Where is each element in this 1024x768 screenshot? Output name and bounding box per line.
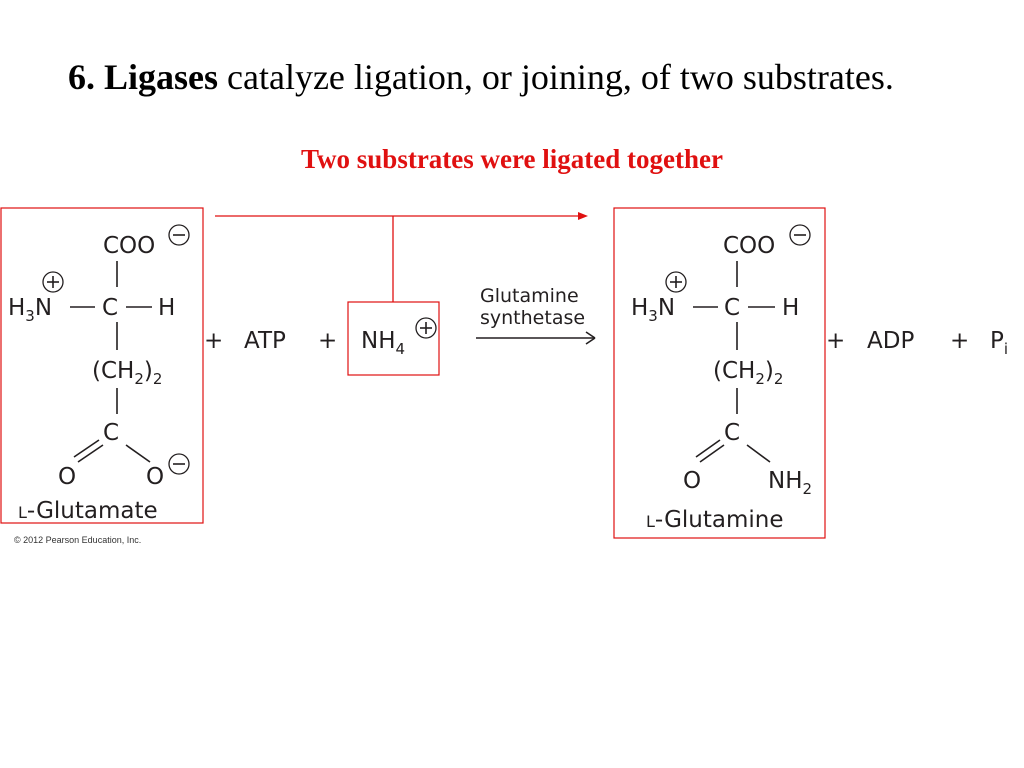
negative-charge-icon <box>168 453 190 475</box>
atp-label: ATP <box>244 328 286 354</box>
plus-sign-4: + <box>950 328 969 354</box>
glutamine-oxygen: O <box>683 468 701 494</box>
slide-subtitle: Two substrates were ligated together <box>301 144 723 174</box>
copyright-notice: © 2012 Pearson Education, Inc. <box>14 535 142 545</box>
phosphate-label: Pi <box>990 328 1008 358</box>
adp-label: ADP <box>867 328 914 354</box>
negative-charge-icon <box>168 224 190 246</box>
glutamine-carbonyl-carbon: C <box>724 420 740 446</box>
positive-charge-icon <box>42 271 64 293</box>
glutamine-side-chain: (CH2)2 <box>713 358 783 388</box>
ligation-arrow <box>215 212 588 302</box>
glutamate-alpha-carbon: C <box>102 295 118 321</box>
title-number: 6. <box>68 57 95 97</box>
glutamate-amine: H3N <box>8 295 52 325</box>
glutamine-highlight-box <box>613 207 826 539</box>
enzyme-name-line2: synthetase <box>480 307 585 329</box>
glutamine-amide: NH2 <box>768 468 812 498</box>
glutamine-alpha-h: H <box>782 295 799 321</box>
reaction-arrow <box>476 331 596 345</box>
enzyme-name-line1: Glutamine <box>480 285 579 307</box>
slide-title: 6. Ligases catalyze ligation, or joining… <box>68 56 894 98</box>
glutamate-name: L-Glutamate <box>18 498 158 524</box>
glutamine-name: L-Glutamine <box>646 507 784 533</box>
ammonium-label: NH4 <box>361 328 405 358</box>
plus-sign-2: + <box>318 328 337 354</box>
glutamate-carboxylate: COO <box>103 233 155 259</box>
glutamine-structure: COO H3N C H (CH2)2 C O NH2 L-Glutamine <box>631 224 812 533</box>
glutamine-alpha-carbon: C <box>724 295 740 321</box>
glutamate-oxygen-left: O <box>58 464 76 490</box>
glutamate-oxygen-right: O <box>146 464 164 490</box>
title-term: Ligases <box>104 57 219 97</box>
glutamate-highlight-box <box>0 207 204 524</box>
positive-charge-icon <box>415 317 437 339</box>
positive-charge-icon <box>665 271 687 293</box>
glutamine-carboxylate: COO <box>723 233 775 259</box>
negative-charge-icon <box>789 224 811 246</box>
glutamate-side-chain: (CH2)2 <box>92 358 162 388</box>
title-rest: catalyze ligation, or joining, of two su… <box>218 57 894 97</box>
glutamate-carbonyl-carbon: C <box>103 420 119 446</box>
glutamate-alpha-h: H <box>158 295 175 321</box>
plus-sign-3: + <box>826 328 845 354</box>
glutamate-structure: COO H3N C H (CH2)2 C O O L-Glutamate <box>8 224 190 524</box>
plus-sign-1: + <box>204 328 223 354</box>
glutamine-amine: H3N <box>631 295 675 325</box>
